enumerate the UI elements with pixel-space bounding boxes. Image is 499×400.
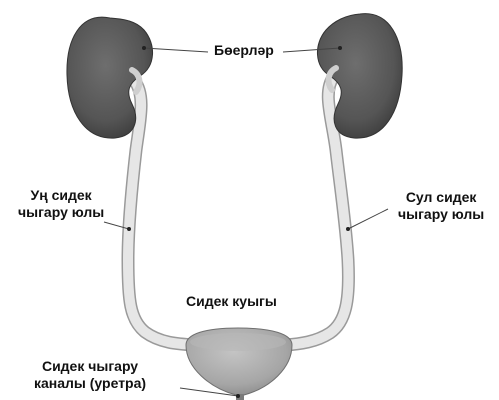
bladder-label: Сидек куыгы	[186, 293, 277, 310]
left-ureter-label-line-1: Сул сидек	[398, 189, 484, 206]
left-ureter-label-line-2: чыгару юлы	[398, 206, 484, 223]
urethra-label: Сидек чыгару каналы (уретра)	[34, 358, 146, 392]
urethra-label-line-2: каналы (уретра)	[34, 375, 146, 392]
dot-left-ureter	[346, 227, 350, 231]
leader-left-ureter	[348, 209, 388, 229]
left-ureter-label: Сул сидек чыгару юлы	[398, 189, 484, 223]
leader-kidneys-left	[144, 48, 208, 52]
right-ureter-label-line-1: Уң сидек	[18, 187, 104, 204]
dot-urethra	[236, 394, 240, 398]
dot-right-ureter	[127, 227, 131, 231]
bladder	[186, 328, 292, 395]
right-ureter	[128, 80, 195, 345]
right-ureter-label-line-2: чыгару юлы	[18, 204, 104, 221]
urethra-label-line-1: Сидек чыгару	[34, 358, 146, 375]
kidneys-label: Бөерләр	[214, 42, 274, 59]
dot-kidney-right	[142, 46, 146, 50]
dot-kidney-left	[338, 46, 342, 50]
right-ureter-label: Уң сидек чыгару юлы	[18, 187, 104, 221]
